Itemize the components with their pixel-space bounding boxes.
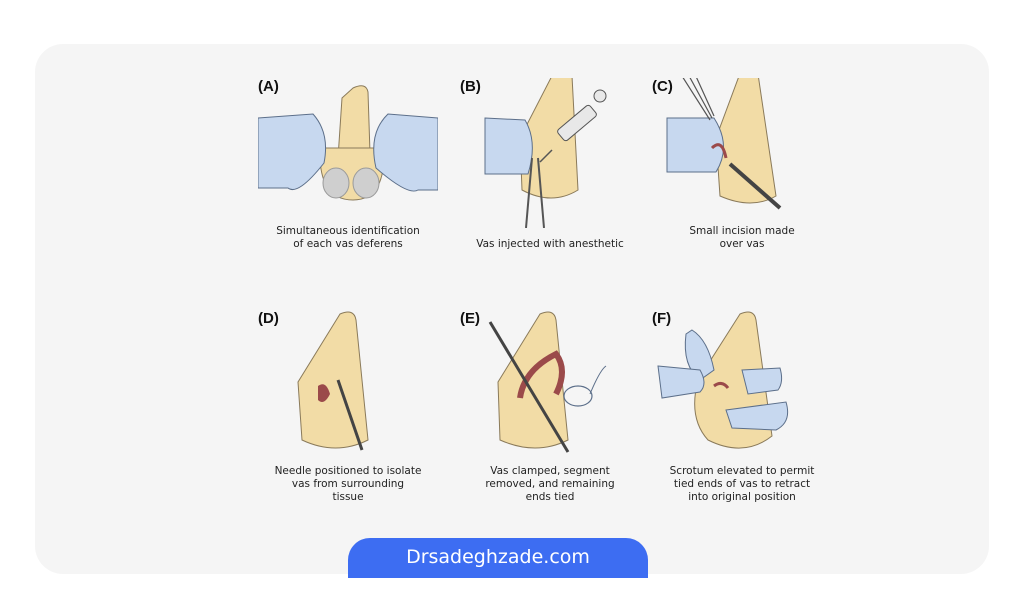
panel-letter: (F) — [652, 310, 672, 327]
panel-f-illustration — [657, 311, 789, 449]
panel-letter: (A) — [258, 78, 279, 95]
panel-letter: (E) — [460, 310, 480, 327]
panel-b-illustration — [484, 78, 607, 228]
panel-a-illustration — [258, 85, 438, 201]
panel-caption: Vas injected with anesthetic — [476, 238, 624, 250]
panel-letter: (D) — [258, 310, 279, 327]
panel-d-illustration — [297, 311, 369, 451]
panel-b: (B) Vas injected with anesthetic — [460, 78, 640, 278]
site-banner[interactable]: Drsadeghzade.com — [348, 538, 648, 578]
panel-e-illustration — [488, 311, 607, 453]
panel-c-illustration — [666, 78, 782, 210]
panel-letter: (C) — [652, 78, 673, 95]
panel-letter: (B) — [460, 78, 481, 95]
